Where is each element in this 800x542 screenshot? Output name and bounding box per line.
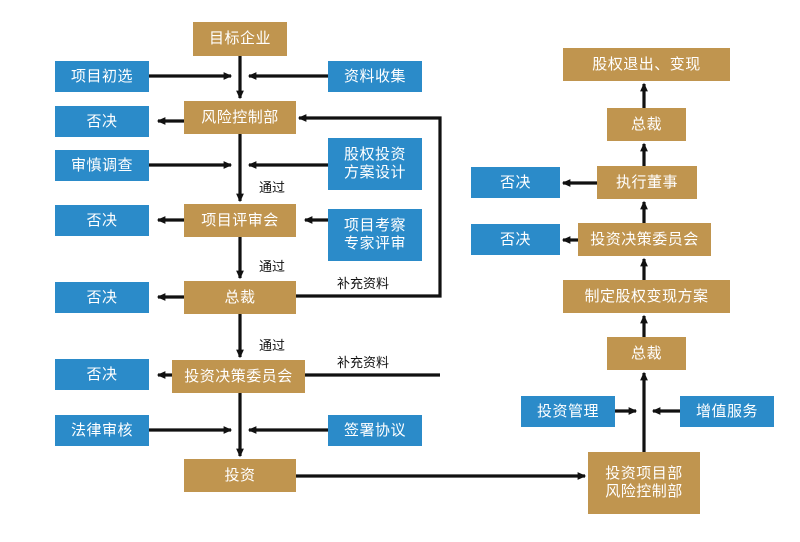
node-label: 增值服务 [695, 401, 758, 420]
edge-label-supplement_1: 补充资料 [337, 277, 390, 292]
node-value_added_svc[interactable]: 增值服务 [680, 396, 774, 427]
node-legal_review[interactable]: 法律审核 [55, 415, 149, 446]
node-equity_plan_design[interactable]: 股权投资 方案设计 [328, 138, 422, 190]
node-label: 项目评审会 [201, 210, 279, 229]
edge-label-pass_2: 通过 [259, 260, 286, 275]
node-label: 制定股权变现方案 [584, 286, 709, 305]
node-label: 投资项目部 风险控制部 [605, 464, 683, 500]
node-label: 否决 [86, 287, 118, 306]
node-label: 投资决策委员会 [590, 229, 699, 248]
node-cashout_plan[interactable]: 制定股权变现方案 [563, 280, 730, 313]
node-reject_4[interactable]: 否决 [55, 359, 149, 390]
node-invest_committee_2[interactable]: 投资决策委员会 [578, 223, 711, 256]
node-label: 审慎调查 [70, 155, 133, 174]
edge-label-supplement_2: 补充资料 [337, 356, 390, 371]
node-label: 总裁 [630, 343, 662, 362]
node-label: 执行董事 [615, 172, 678, 191]
node-reject_6[interactable]: 否决 [471, 224, 560, 255]
node-expert_review[interactable]: 项目考察 专家评审 [328, 209, 422, 261]
node-label: 资料收集 [343, 66, 406, 85]
node-label: 否决 [499, 172, 531, 191]
node-investment[interactable]: 投资 [184, 459, 296, 492]
edge-label-pass_3: 通过 [259, 339, 286, 354]
node-label: 否决 [86, 210, 118, 229]
node-data_collection[interactable]: 资料收集 [328, 61, 422, 92]
node-invest_proj_risk[interactable]: 投资项目部 风险控制部 [588, 452, 700, 514]
node-invest_committee_1[interactable]: 投资决策委员会 [172, 360, 305, 393]
node-reject_1[interactable]: 否决 [55, 106, 149, 137]
node-reject_5[interactable]: 否决 [471, 167, 560, 198]
node-exec_director[interactable]: 执行董事 [597, 166, 697, 199]
node-reject_2[interactable]: 否决 [55, 205, 149, 236]
node-label: 投资 [224, 465, 256, 484]
node-label: 股权退出、变现 [592, 54, 701, 73]
node-due_diligence[interactable]: 审慎调查 [55, 150, 149, 181]
node-label: 签署协议 [343, 420, 406, 439]
node-label: 否决 [86, 364, 118, 383]
node-project_screening[interactable]: 项目初选 [55, 61, 149, 92]
node-invest_mgmt[interactable]: 投资管理 [521, 396, 615, 427]
node-reject_3[interactable]: 否决 [55, 282, 149, 313]
node-project_review[interactable]: 项目评审会 [184, 204, 296, 237]
node-risk_control_dept[interactable]: 风险控制部 [184, 101, 296, 134]
edge-label-pass_1: 通过 [259, 181, 286, 196]
node-label: 总裁 [630, 114, 662, 133]
node-president_3[interactable]: 总裁 [607, 108, 686, 141]
node-label: 总裁 [224, 287, 256, 306]
node-label: 法律审核 [70, 420, 133, 439]
node-label: 否决 [499, 229, 531, 248]
node-label: 项目初选 [70, 66, 133, 85]
node-label: 股权投资 方案设计 [343, 145, 406, 181]
node-label: 目标企业 [208, 29, 271, 48]
node-sign_agreement[interactable]: 签署协议 [328, 415, 422, 446]
node-label: 风险控制部 [201, 107, 279, 126]
node-label: 投资决策委员会 [184, 366, 293, 385]
node-president_2[interactable]: 总裁 [607, 337, 686, 370]
node-target_company[interactable]: 目标企业 [193, 22, 287, 56]
node-label: 项目考察 专家评审 [343, 216, 406, 252]
node-label: 否决 [86, 111, 118, 130]
node-label: 投资管理 [536, 401, 599, 420]
node-president_1[interactable]: 总裁 [184, 281, 296, 314]
node-equity_exit[interactable]: 股权退出、变现 [563, 48, 730, 81]
